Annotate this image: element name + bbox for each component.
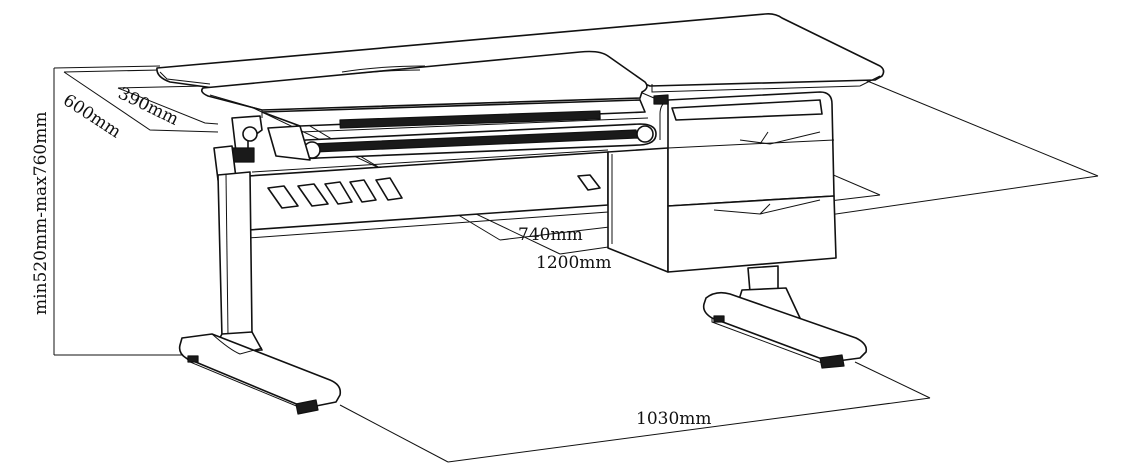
ventilation-slots	[267, 174, 601, 209]
depth-total-label: 600mm	[59, 90, 124, 142]
width-total-label: 1200mm	[536, 253, 612, 273]
left-foot	[178, 333, 342, 415]
width-tilt-label: 740mm	[518, 225, 583, 245]
desk-top	[156, 13, 885, 118]
width-base-label: 1030mm	[636, 409, 712, 429]
left-leg	[211, 115, 263, 353]
tilt-mechanism	[261, 99, 657, 161]
right-foot	[702, 291, 868, 369]
height-label: min520mm-max760mm	[31, 112, 51, 315]
depth-tilt-label: 390mm	[115, 84, 182, 130]
drawer-cabinet	[607, 91, 837, 273]
